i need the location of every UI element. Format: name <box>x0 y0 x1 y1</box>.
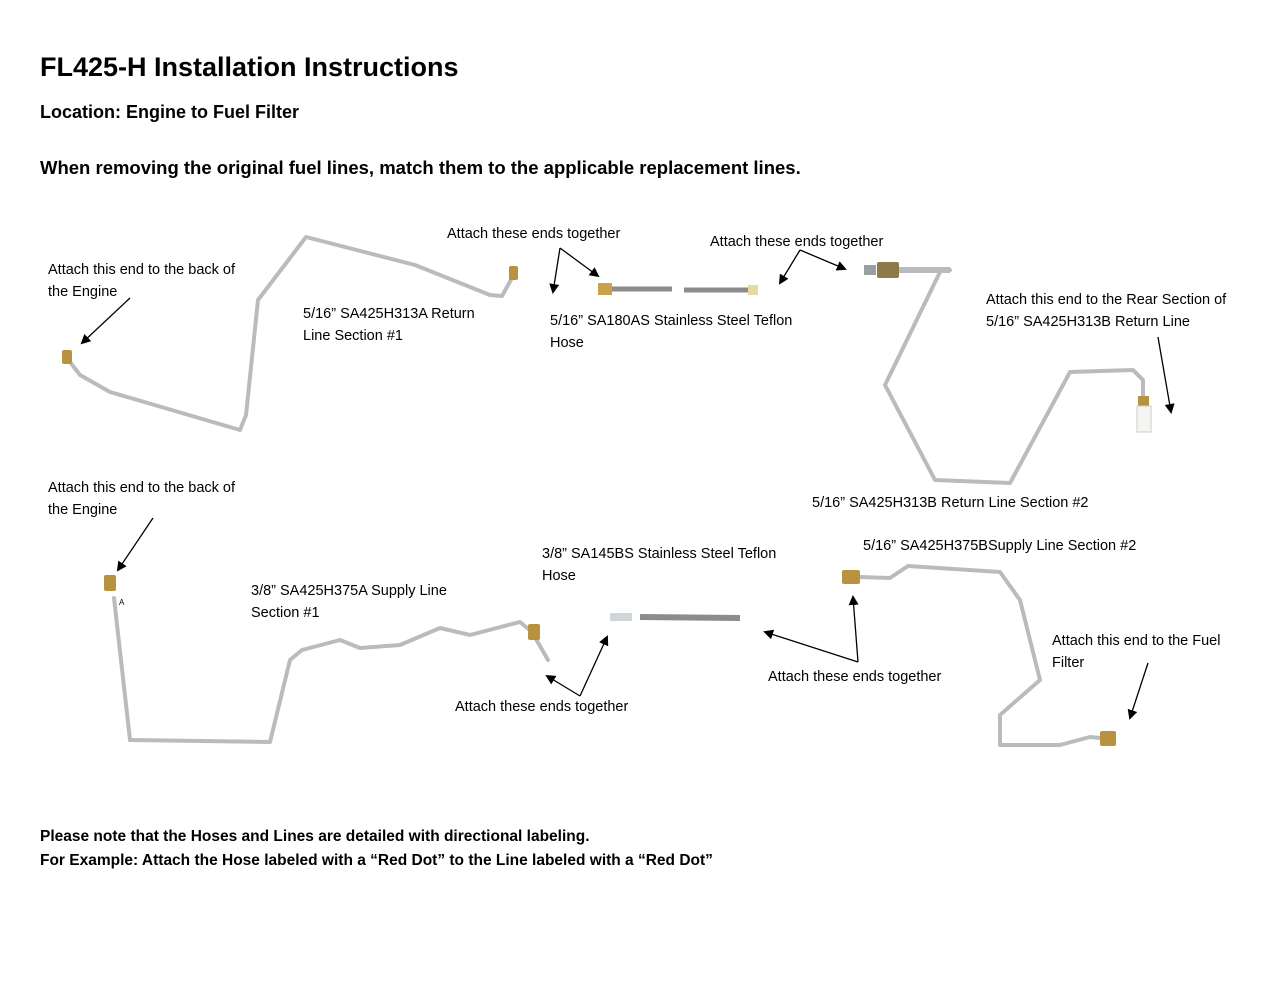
instruction-heading: When removing the original fuel lines, m… <box>40 157 801 178</box>
label-attach-bottom-2: Attach these ends together <box>768 669 942 685</box>
tag-a: A <box>119 598 125 607</box>
brass-fittings <box>62 262 1152 746</box>
page-title: FL425-H Installation Instructions <box>40 52 459 82</box>
return-line-section-1 <box>68 235 515 432</box>
supply-line-section-2 <box>858 564 1102 747</box>
return-line-section-2-body <box>883 270 1145 485</box>
label-attach-top-2: Attach these ends together <box>710 234 884 250</box>
label-attach-top-1: Attach these ends together <box>447 226 621 242</box>
label-attach-bottom-1: Attach these ends together <box>455 699 629 715</box>
note-line-2: For Example: Attach the Hose labeled wit… <box>40 852 713 869</box>
note-line-1: Please note that the Hoses and Lines are… <box>40 828 590 845</box>
arrows <box>80 247 1175 720</box>
stainless-hose-bottom <box>610 613 741 621</box>
label-return-section-2: 5/16” SA425H313B Return Line Section #2 <box>812 495 1089 511</box>
stainless-hose-top <box>598 283 758 295</box>
supply-line-section-1 <box>112 596 550 744</box>
label-supply-section-2: 5/16” SA425H375BSupply Line Section #2 <box>863 538 1137 554</box>
location-heading: Location: Engine to Fuel Filter <box>40 102 299 122</box>
